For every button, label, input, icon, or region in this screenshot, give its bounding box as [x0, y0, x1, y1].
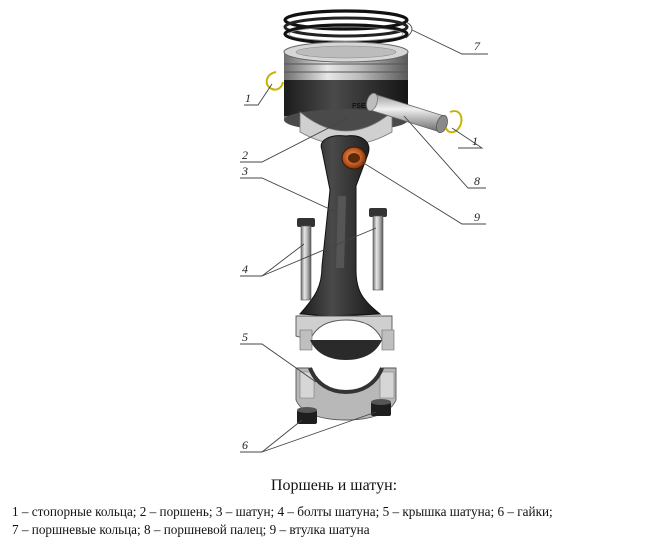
- connecting-rod: [295, 135, 395, 360]
- rod-bolt-right: [369, 208, 387, 291]
- legend-line-1: 1 – стопорные кольца; 2 – поршень; 3 – ш…: [12, 504, 553, 519]
- piston: FSENK: [283, 41, 409, 146]
- piston-rings: [283, 9, 409, 45]
- piston-pin: [366, 92, 448, 134]
- callout-4: 4: [242, 262, 248, 276]
- callout-6: 6: [242, 438, 248, 452]
- callout-7: 7: [474, 39, 481, 53]
- callout-5: 5: [242, 330, 248, 344]
- callout-1-left: 1: [245, 91, 251, 105]
- circlip-left: [265, 71, 284, 91]
- piston-marking: FSENK: [352, 103, 376, 110]
- rod-nut-right: [371, 399, 391, 416]
- legend: 1 – стопорные кольца; 2 – поршень; 3 – ш…: [12, 503, 662, 539]
- leader-lines: [240, 21, 488, 453]
- callout-8: 8: [474, 174, 480, 188]
- caption-title: Поршень и шатун:: [270, 477, 398, 494]
- rod-bolt-left: [297, 218, 315, 301]
- callout-9: 9: [474, 210, 480, 224]
- circlip-right: [445, 110, 463, 134]
- callout-3: 3: [241, 164, 248, 178]
- callout-1-right: 1: [472, 134, 478, 148]
- callout-2: 2: [242, 148, 248, 162]
- piston-rod-exploded-diagram: FSENK: [240, 9, 488, 453]
- legend-line-2: 7 – поршневые кольца; 8 – поршневой пале…: [12, 522, 370, 537]
